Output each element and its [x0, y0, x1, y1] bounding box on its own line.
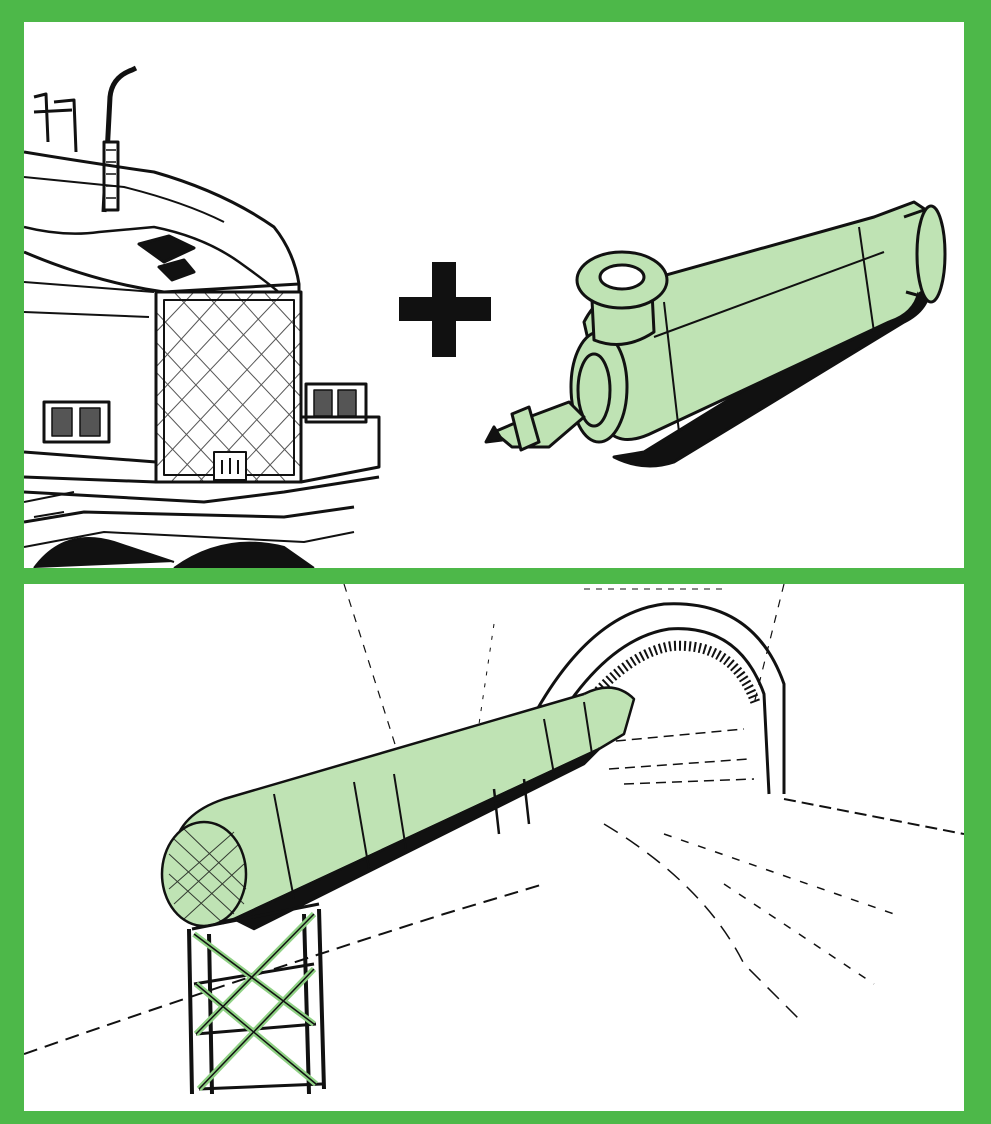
tunnel-illustration	[24, 584, 964, 1054]
ventilation-duct-illustration	[162, 688, 634, 929]
plus-icon	[399, 262, 491, 357]
panel-bottom	[24, 584, 964, 1111]
panel-top	[24, 22, 964, 568]
truck-front-illustration	[24, 68, 379, 568]
exhaust-filter-illustration	[486, 202, 945, 466]
